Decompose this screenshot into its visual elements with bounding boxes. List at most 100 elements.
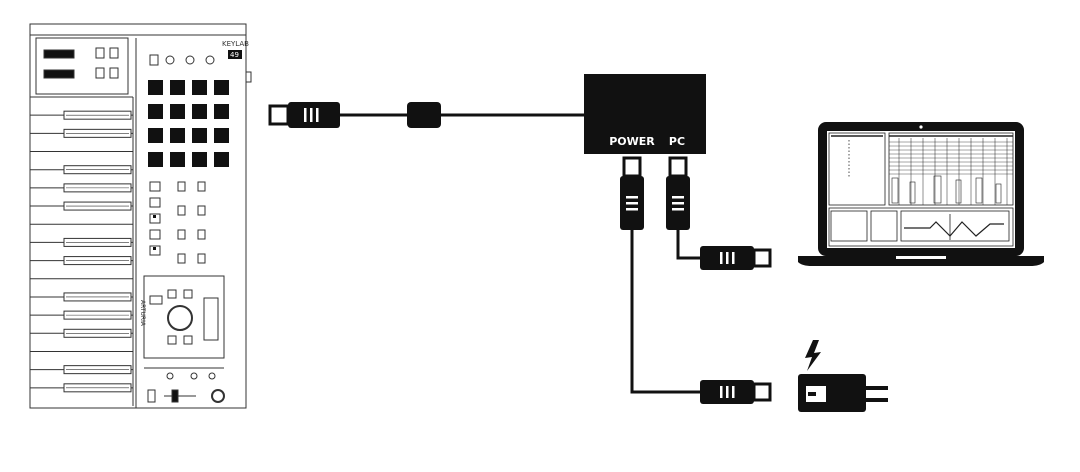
clip-block	[933, 175, 942, 204]
transport-button	[149, 213, 161, 224]
panel-button	[147, 389, 156, 403]
panel-button	[183, 289, 193, 299]
knob	[166, 372, 174, 380]
drum-pads	[148, 80, 229, 167]
button-groups	[149, 181, 206, 264]
plug-tip	[668, 156, 688, 178]
drum-pad	[170, 128, 185, 143]
usb-hub-box: POWER PC	[584, 74, 706, 154]
laptop-screen	[827, 131, 1015, 248]
panel-button	[197, 229, 206, 240]
daw-screen-content	[828, 132, 1014, 247]
plug-grip-line	[726, 252, 729, 264]
drum-pad	[170, 152, 185, 167]
usb-connector-tip	[268, 104, 290, 126]
drum-pad	[148, 152, 163, 167]
pc-port-label: PC	[669, 135, 685, 148]
clip-block	[891, 177, 899, 204]
panel-button	[197, 181, 206, 192]
clip-block	[955, 179, 962, 204]
plug-tip	[752, 382, 772, 402]
drum-pad	[214, 80, 229, 95]
power-adapter-icon	[798, 340, 888, 412]
plug-grip-line	[732, 386, 735, 398]
piano-keys	[30, 96, 134, 406]
drum-pad	[214, 152, 229, 167]
octave-up-button	[109, 47, 119, 59]
knob	[185, 55, 195, 65]
model-number: 49	[230, 51, 239, 59]
transport-button	[149, 245, 161, 256]
power-cable-plug	[700, 380, 772, 404]
pitch-wheel	[43, 49, 75, 59]
button-led	[153, 215, 156, 218]
drum-pad	[192, 152, 207, 167]
pc-cable	[676, 230, 700, 260]
drum-pad	[170, 104, 185, 119]
plug-grip-line	[672, 208, 684, 211]
panel-button	[149, 295, 163, 305]
transport-button	[149, 181, 161, 192]
clip-block	[975, 177, 983, 204]
plug-grip-line	[316, 108, 319, 122]
panel-button	[149, 54, 159, 66]
plug-grip-line	[626, 202, 638, 205]
volume-knob	[211, 389, 225, 403]
adapter-prong	[866, 398, 888, 402]
drum-pad	[170, 80, 185, 95]
panel-button	[197, 253, 206, 264]
laptop-notch	[896, 256, 946, 259]
plug-grip-line	[310, 108, 313, 122]
drum-pad	[148, 128, 163, 143]
power-port-plug	[620, 156, 644, 230]
adapter-prong	[866, 386, 888, 390]
plug-grip-line	[672, 196, 684, 199]
power-port-label: POWER	[609, 135, 655, 148]
drum-pad	[192, 80, 207, 95]
usb-plug-body	[288, 102, 340, 128]
mod-wheel	[43, 69, 75, 79]
power-cable	[630, 230, 700, 394]
plug-grip-line	[732, 252, 735, 264]
ferrite-bead	[407, 102, 441, 128]
device-slot	[830, 210, 868, 242]
automation-curve	[904, 221, 1004, 237]
drum-pad	[192, 128, 207, 143]
clip-block	[909, 181, 916, 204]
plug-grip-line	[626, 196, 638, 199]
pc-cable-plug	[700, 246, 772, 270]
octave-down-button	[95, 47, 105, 59]
panel-button	[167, 289, 177, 299]
adapter-body	[798, 374, 866, 412]
panel-button	[183, 335, 193, 345]
knob	[208, 372, 216, 380]
transpose-down-button	[95, 67, 105, 79]
hub-body	[584, 74, 706, 154]
browser-panel	[828, 132, 886, 206]
plug-grip-line	[720, 252, 723, 264]
arrangement-panel	[888, 132, 1014, 206]
device-slot	[870, 210, 898, 242]
lcd-display	[203, 297, 219, 341]
plug-grip-line	[726, 386, 729, 398]
pitch-mod-panel	[35, 37, 129, 95]
track-grid	[889, 138, 1013, 205]
usb-plug-keyboard	[268, 102, 340, 128]
drum-pad	[214, 104, 229, 119]
plug-grip-line	[304, 108, 307, 122]
laptop	[798, 122, 1044, 266]
panel-button	[177, 181, 186, 192]
transpose-up-button	[109, 67, 119, 79]
knob	[205, 55, 215, 65]
button-led	[153, 247, 156, 250]
midi-keyboard: KEYLAB 49 ARTURIA	[29, 23, 252, 409]
fader-cap	[171, 389, 179, 403]
clip-block	[995, 183, 1002, 204]
transport-button	[149, 229, 161, 240]
drum-pad	[214, 128, 229, 143]
plug-tip	[752, 248, 772, 268]
lightning-bolt-icon	[805, 340, 821, 371]
drum-pad	[192, 104, 207, 119]
